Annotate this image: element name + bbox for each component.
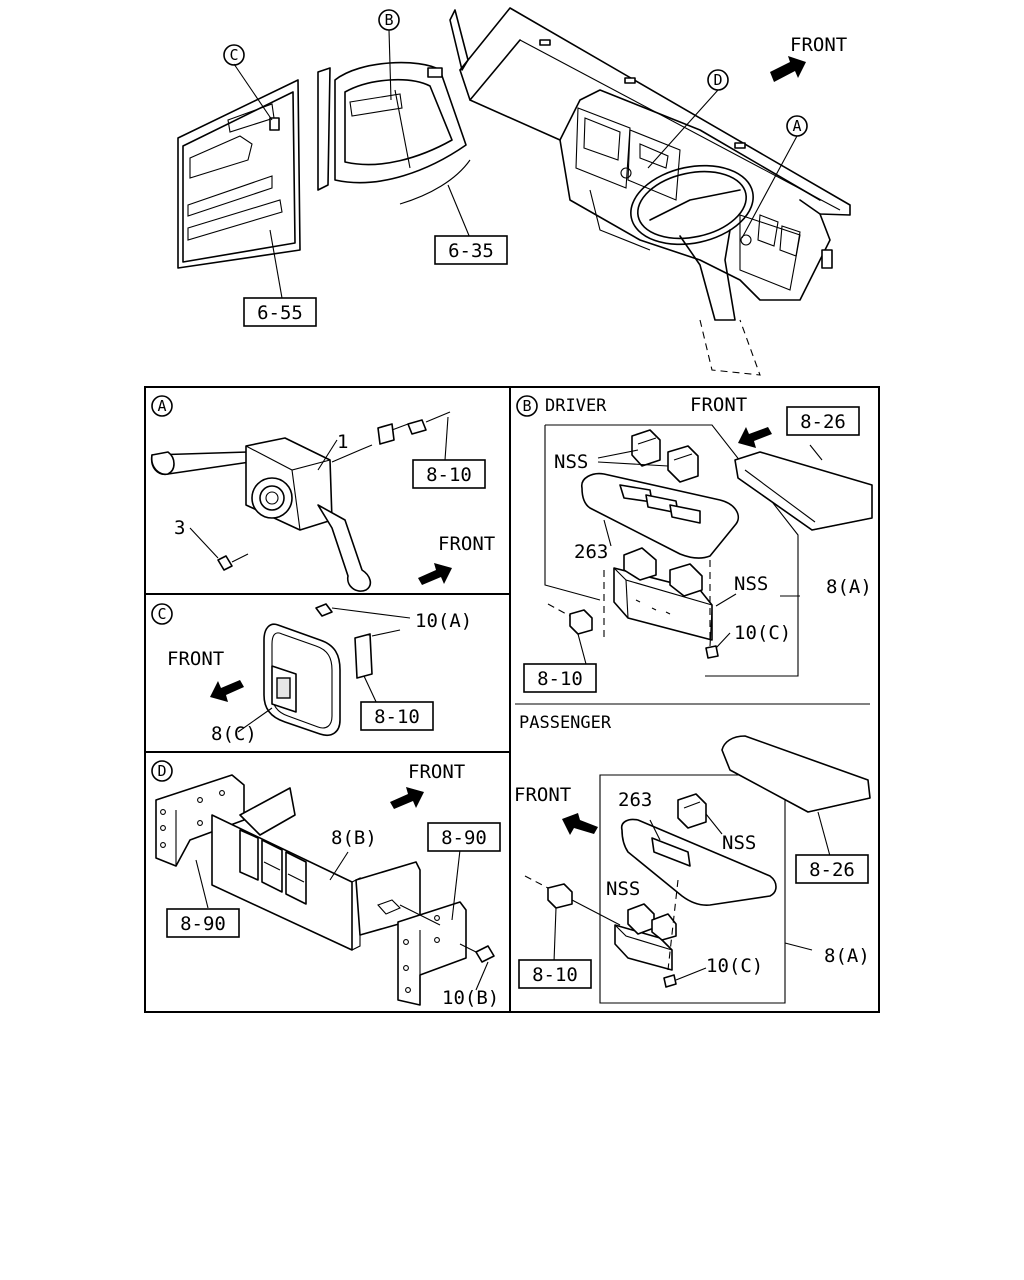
overview-callout-b: B [378,9,400,31]
left-bracket-drawing [155,774,245,867]
panel-c: C FRONT 10(A) 8-10 8(C) [151,603,472,745]
cover-drawing [734,451,873,531]
panel-b-part-screw: 10(C) [734,622,791,644]
panel-a-front-label: FRONT [438,533,495,555]
panel-d-part-switch: 8(B) [331,827,377,849]
callout-label: B [384,11,393,29]
ref-label: 6-55 [257,302,303,324]
combination-switch-drawing [150,411,451,592]
bezel-drawing [620,818,777,906]
panel-passenger-part-screw: 10(C) [706,955,763,977]
dashboard-drawing [459,7,851,301]
front-arrow-icon [770,56,806,82]
panel-b-part-switch-assy: 8(A) [826,576,872,598]
ref-label: 8-10 [537,668,583,690]
panel-d-front-label: FRONT [408,761,465,783]
panel-d: D FRONT [151,760,501,1009]
panel-passenger-ref-connector: 8-10 [518,959,592,989]
front-arrow-icon [418,563,452,585]
panel-passenger-part-switch-assy: 8(A) [824,945,870,967]
bezel-drawing [581,472,740,559]
panel-c-ref-connector: 8-10 [360,701,434,731]
cover-drawing [721,735,871,813]
callout-label: C [229,46,238,64]
ref-label: 8-90 [441,827,487,849]
panel-a-part-screw: 3 [174,517,185,539]
panel-d-part-screw: 10(B) [442,987,499,1009]
panel-b: B DRIVER FRONT [516,394,873,693]
nss-switch-drawing [677,793,707,829]
panel-a-ref-connector: 8-10 [412,459,486,489]
overview-callout-d: D [707,69,729,91]
panel-passenger: PASSENGER FRONT [514,713,871,1004]
panel-a-part-switch: 1 [337,431,348,453]
panel-c-front-label: FRONT [167,648,224,670]
overview-callout-c: C [223,44,245,66]
ref-label: 8-26 [800,411,846,433]
callout-label: A [792,117,801,135]
panel-b-title: DRIVER [545,396,607,416]
panel-passenger-nss-switch: NSS [722,832,756,854]
door-trim-drawing [177,79,301,269]
panel-passenger-front-label: FRONT [514,784,571,806]
steering-drawing [630,164,761,376]
ref-label: 8-10 [532,964,578,986]
panel-b-front-label: FRONT [690,394,747,416]
panel-b-part-bezel: 263 [574,541,608,563]
panel-passenger-title: PASSENGER [519,713,612,733]
panel-c-part-switch: 8(C) [211,723,257,745]
callout-label: D [713,71,722,89]
switch-bezel-drawing [263,623,341,736]
panel-c-id: C [157,605,166,623]
panel-b-nss-side: NSS [734,573,768,595]
overview-ref-door-panel: 6-35 [434,235,508,265]
overview-front-label: FRONT [790,34,847,56]
ref-label: 6-35 [448,240,494,262]
front-arrow-icon [210,680,244,702]
panel-c-part-screw: 10(A) [415,610,472,632]
switch-panel-drawing [211,787,421,951]
panel-passenger-ref-cover: 8-26 [795,854,869,884]
panel-a: A 1 3 8-10 [150,395,495,592]
ref-label: 8-10 [426,464,472,486]
detail-grid [144,386,880,1013]
panel-b-id: B [522,397,531,415]
ref-label: 8-90 [180,913,226,935]
panel-d-ref-bracket-left: 8-90 [166,908,240,938]
front-arrow-icon [562,813,598,835]
door-panel-drawing [317,61,471,205]
screw-drawing [217,553,249,571]
front-arrow-icon [390,787,424,809]
panel-d-id: D [157,762,166,780]
panel-b-ref-connector: 8-10 [523,663,597,693]
ref-label: 8-10 [374,706,420,728]
overview-callout-a: A [786,115,808,137]
ref-label: 8-26 [809,859,855,881]
panel-a-id: A [157,397,166,415]
switch-body-drawing [614,903,677,971]
panel-passenger-part-bezel: 263 [618,789,652,811]
panel-b-ref-cover: 8-26 [786,406,860,436]
panel-b-nss-top: NSS [554,451,588,473]
overview-ref-door-trim: 6-55 [243,297,317,327]
front-arrow-icon [738,427,772,448]
panel-passenger-nss-lower: NSS [606,878,640,900]
switch-body-drawing [613,547,713,641]
right-bracket-drawing [377,899,467,1006]
panel-d-ref-bracket-right: 8-90 [427,822,501,852]
nss-switch-drawing [631,429,699,483]
overview-section: C B D A FRONT 6-55 6-35 [177,7,851,376]
